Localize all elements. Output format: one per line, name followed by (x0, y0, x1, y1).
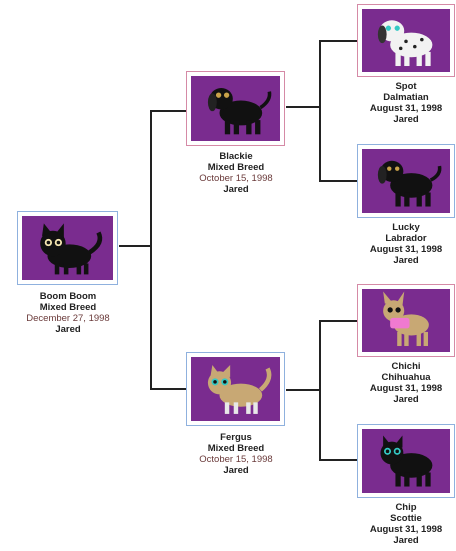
pet-breed: Mixed Breed (39, 302, 97, 313)
connector-gsire1 (319, 40, 357, 42)
pet-date: August 31, 1998 (369, 383, 443, 394)
pet-photo-root[interactable] (17, 211, 118, 285)
pet-date: October 15, 1998 (199, 173, 273, 184)
pet-breed: Labrador (385, 233, 427, 244)
pet-name: Blackie (219, 151, 253, 162)
pet-photo-gdam1[interactable] (357, 144, 455, 218)
pet-label-gdam1: Lucky Labrador August 31, 1998 Jared (346, 222, 456, 266)
connector-dam-out (286, 389, 320, 391)
pet-date: August 31, 1998 (369, 103, 443, 114)
dalmatian-puppy-icon (377, 20, 433, 67)
connector-gen2a-vertical (319, 40, 321, 181)
scottie-puppy-icon (380, 435, 433, 487)
pet-label-root: Boom Boom Mixed Breed December 27, 1998 … (8, 291, 128, 335)
pet-name: Spot (395, 81, 417, 92)
pet-name: Chip (395, 502, 417, 513)
pet-label-sire: Blackie Mixed Breed October 15, 1998 Jar… (176, 151, 296, 195)
pet-breed: Mixed Breed (207, 162, 265, 173)
pet-label-gsire2: Chichi Chihuahua August 31, 1998 Jared (346, 361, 456, 405)
pet-breed: Dalmatian (383, 92, 429, 103)
pet-owner: Jared (55, 324, 81, 335)
pet-photo-sire[interactable] (186, 71, 285, 146)
connector-dam (150, 388, 186, 390)
pet-name: Fergus (220, 432, 252, 443)
pet-breed: Scottie (390, 513, 422, 524)
black-labrador-puppy-icon (377, 160, 442, 207)
tan-kitten-icon (207, 364, 272, 414)
pet-photo-dam[interactable] (186, 352, 285, 426)
pet-breed: Mixed Breed (207, 443, 265, 454)
pet-label-gdam2: Chip Scottie August 31, 1998 Jared (346, 502, 456, 546)
pet-name: Chichi (391, 361, 421, 372)
connector-root (119, 245, 151, 247)
pet-owner: Jared (393, 114, 419, 125)
pet-label-dam: Fergus Mixed Breed October 15, 1998 Jare… (176, 432, 296, 476)
pet-owner: Jared (223, 465, 249, 476)
black-kitten-icon (40, 223, 103, 275)
connector-gen1-vertical (150, 111, 152, 389)
connector-gdam1 (319, 180, 357, 182)
pet-owner: Jared (223, 184, 249, 195)
pet-date: August 31, 1998 (369, 524, 443, 535)
pet-date: December 27, 1998 (26, 313, 110, 324)
black-puppy-icon (207, 88, 272, 135)
connector-gdam2 (319, 459, 357, 461)
pet-photo-gsire2[interactable] (357, 284, 455, 357)
pet-photo-gsire1[interactable] (357, 4, 455, 77)
connector-sire-out (286, 106, 320, 108)
connector-sire (150, 110, 186, 112)
pet-owner: Jared (393, 255, 419, 266)
pet-photo-gdam2[interactable] (357, 424, 455, 498)
pet-name: Lucky (392, 222, 420, 233)
pet-date: August 31, 1998 (369, 244, 443, 255)
chihuahua-puppy-icon (383, 291, 429, 347)
pet-owner: Jared (393, 394, 419, 405)
pet-name: Boom Boom (39, 291, 97, 302)
pet-owner: Jared (393, 535, 419, 546)
pet-breed: Chihuahua (381, 372, 431, 383)
connector-gsire2 (319, 320, 357, 322)
pet-date: October 15, 1998 (199, 454, 273, 465)
connector-gen2b-vertical (319, 320, 321, 460)
pet-label-gsire1: Spot Dalmatian August 31, 1998 Jared (346, 81, 456, 125)
